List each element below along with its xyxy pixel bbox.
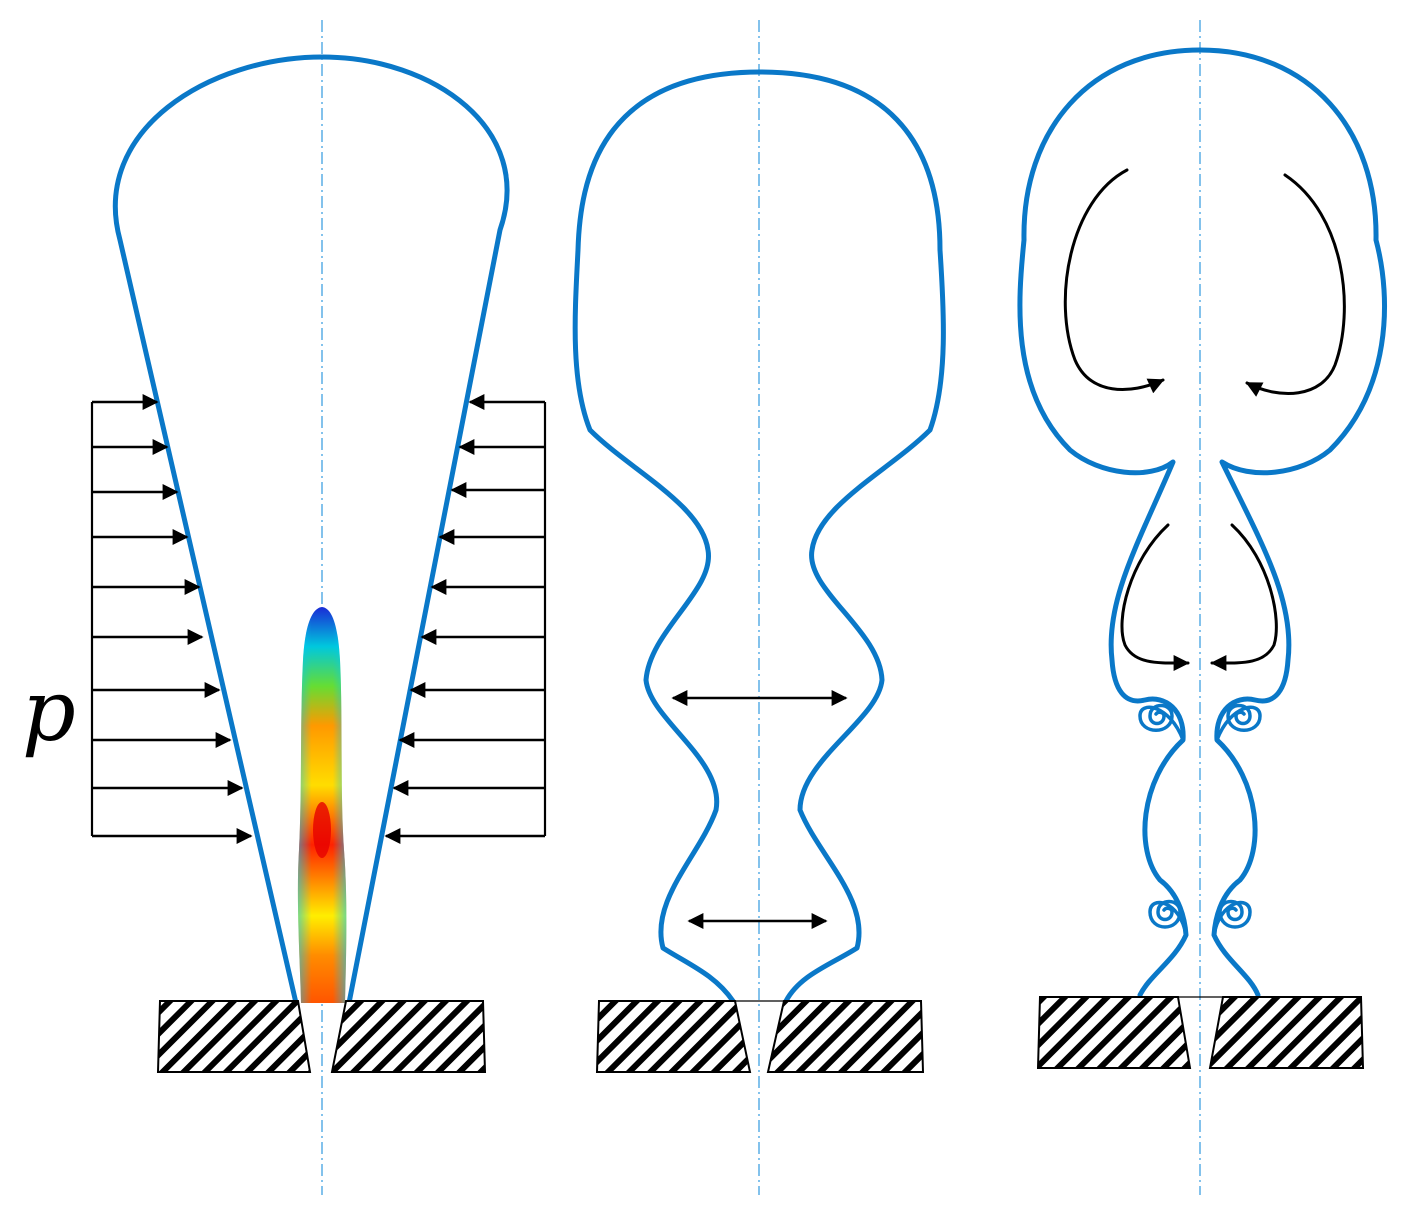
- roll-up-vortices: [1138, 703, 1262, 937]
- wavy-jet-outline: [572, 69, 946, 1004]
- panel-1-conical-jet: p: [22, 20, 547, 1195]
- conical-jet-outline: [112, 54, 510, 1006]
- panel-2-wavy-jet: [572, 20, 946, 1195]
- panel-3-mushroom-jet: [1017, 20, 1388, 1195]
- nozzle-3: [1036, 996, 1365, 1069]
- nozzle-2: [595, 1000, 925, 1073]
- nozzle-1: [156, 1000, 487, 1073]
- liquid-core: [297, 607, 347, 1003]
- mushroom-jet-outline-left: [1017, 47, 1203, 998]
- mushroom-jet-outline-right: [1197, 47, 1388, 998]
- pressure-label: p: [22, 662, 76, 760]
- recirculation-curls: [1063, 168, 1346, 672]
- pressure-arrows-right: [384, 394, 547, 844]
- pressure-arrows-left: [90, 394, 253, 844]
